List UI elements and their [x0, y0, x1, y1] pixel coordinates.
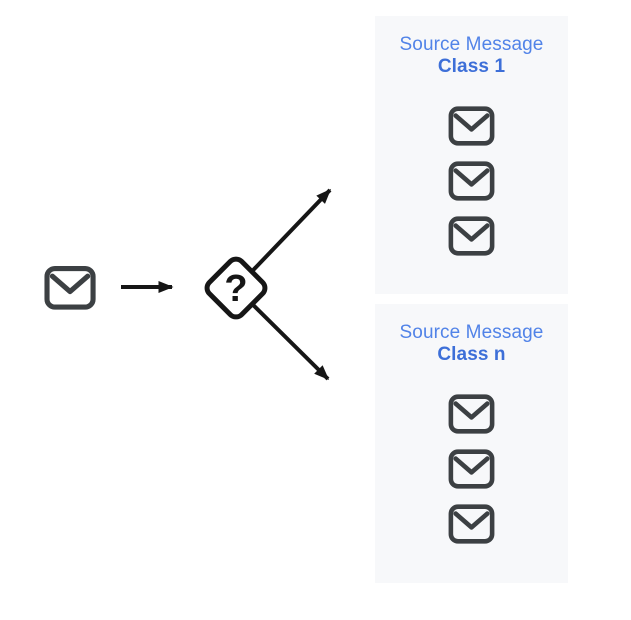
question-mark-label: ? — [224, 268, 247, 310]
panel-title-line2: Class 1 — [437, 56, 506, 77]
source-envelope-icon — [47, 269, 93, 308]
question-diamond-icon: ? — [204, 256, 268, 320]
envelope-icon — [448, 216, 495, 256]
envelope-stack — [448, 106, 495, 256]
envelope-icon — [448, 161, 495, 201]
class-1-panel: Source Message Class 1 — [375, 16, 568, 294]
flow-graphics: ? — [0, 188, 332, 381]
envelope-icon — [448, 394, 495, 434]
class-n-panel: Source Message Class n — [375, 304, 568, 583]
envelope-icon — [448, 504, 495, 544]
envelope-icon — [448, 449, 495, 489]
panel-title-line2: Class n — [437, 344, 506, 365]
panel-title-line1: Source Message — [399, 322, 544, 343]
class-1-panel-title: Source Message Class 1 — [400, 34, 544, 78]
class-n-panel-title: Source Message Class n — [400, 322, 544, 366]
panel-title-line1: Source Message — [399, 34, 544, 55]
envelope-icon — [448, 106, 495, 146]
envelope-stack — [448, 394, 495, 544]
